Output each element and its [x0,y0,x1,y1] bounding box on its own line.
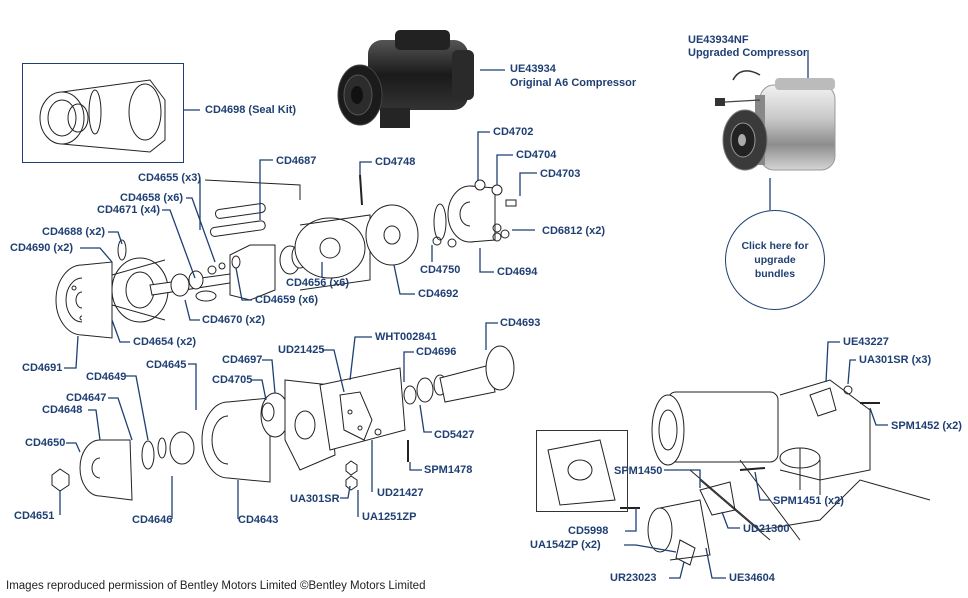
part-label-spm1452[interactable]: SPM1452 (x2) [891,420,962,432]
part-label-ua154zp[interactable]: UA154ZP (x2) [530,539,601,551]
part-label-cd4659[interactable]: CD4659 (x6) [255,294,318,306]
part-label-spm1478[interactable]: SPM1478 [424,464,473,476]
detail-inset-box [536,430,628,512]
part-label-cd5998[interactable]: CD5998 [568,525,609,537]
part-label-ue34604[interactable]: UE34604 [729,572,775,584]
part-label-cd4645[interactable]: CD4645 [146,359,187,371]
part-label-ud21425[interactable]: UD21425 [278,344,325,356]
original-part-label[interactable]: UE43934 [510,63,556,75]
part-label-cd4750[interactable]: CD4750 [420,264,461,276]
part-label-cd4656[interactable]: CD4656 (x6) [286,277,349,289]
part-label-cd4687[interactable]: CD4687 [276,155,317,167]
part-label-cd4658[interactable]: CD4658 (x6) [120,192,183,204]
part-label-cd4697[interactable]: CD4697 [222,354,263,366]
part-label-cd4651[interactable]: CD4651 [14,510,55,522]
part-label-cd4748[interactable]: CD4748 [375,156,416,168]
lower-clutch-assembly [51,345,515,501]
part-label-cd6812[interactable]: CD6812 (x2) [542,225,605,237]
part-label-cd4646[interactable]: CD4646 [132,514,173,526]
part-label-cd4670[interactable]: CD4670 (x2) [202,314,265,326]
part-label-cd4655[interactable]: CD4655 (x3) [138,172,201,184]
part-label-ua301sr-x3[interactable]: UA301SR (x3) [859,354,932,366]
upgrade-bundles-text: Click here for upgrade bundles [741,240,809,280]
upgraded-compressor-photo[interactable] [715,70,836,171]
leader-lines [59,50,888,579]
part-label-cd4705[interactable]: CD4705 [212,374,253,386]
part-label-cd4690[interactable]: CD4690 (x2) [10,242,73,254]
part-label-cd4643[interactable]: CD4643 [238,514,279,526]
part-label-ua301sr[interactable]: UA301SR [290,493,340,505]
part-label-cd4703[interactable]: CD4703 [540,168,581,180]
part-label-cd4671[interactable]: CD4671 (x4) [97,204,160,216]
part-label-ue43227[interactable]: UE43227 [843,336,889,348]
part-label-cd4649[interactable]: CD4649 [86,371,127,383]
part-label-cd4688[interactable]: CD4688 (x2) [42,226,105,238]
part-label-cd4693[interactable]: CD4693 [500,317,541,329]
part-label-ud21427[interactable]: UD21427 [377,487,424,499]
part-label-wht002841[interactable]: WHT002841 [375,331,437,343]
part-label-cd5427[interactable]: CD5427 [434,429,475,441]
part-label-cd4691[interactable]: CD4691 [22,362,63,374]
part-label-cd4654[interactable]: CD4654 (x2) [133,336,196,348]
part-label-spm1451[interactable]: SPM1451 (x2) [773,495,844,507]
original-name-label[interactable]: Original A6 Compressor [510,77,637,89]
part-label-cd4694[interactable]: CD4694 [497,266,538,278]
upgraded-part-label[interactable]: UE43934NF [688,34,749,46]
seal-kit-label[interactable]: CD4698 (Seal Kit) [205,104,297,116]
upgrade-bundles-button[interactable]: Click here for upgrade bundles [725,210,825,310]
part-label-cd4692[interactable]: CD4692 [418,288,459,300]
part-label-cd4696[interactable]: CD4696 [416,346,457,358]
part-label-cd4648[interactable]: CD4648 [42,404,83,416]
part-label-cd4702[interactable]: CD4702 [493,126,534,138]
upgraded-name-label[interactable]: Upgraded Compressor [688,47,808,59]
engine-mount-view [547,379,931,566]
seal-kit-drawing [39,79,166,153]
part-label-ua1251zp[interactable]: UA1251ZP [362,511,417,523]
part-label-cd4650[interactable]: CD4650 [25,437,66,449]
part-label-cd4704[interactable]: CD4704 [516,149,557,161]
part-label-spm1450[interactable]: SPM1450 [614,465,663,477]
part-label-ud21300[interactable]: UD21300 [743,523,790,535]
part-label-cd4647[interactable]: CD4647 [66,392,107,404]
seal-kit-box[interactable] [22,63,184,163]
original-compressor-photo[interactable] [337,30,474,128]
copyright-footer: Images reproduced permission of Bentley … [6,580,426,592]
part-label-ur23023[interactable]: UR23023 [610,572,657,584]
upper-exploded-assembly [55,174,517,339]
